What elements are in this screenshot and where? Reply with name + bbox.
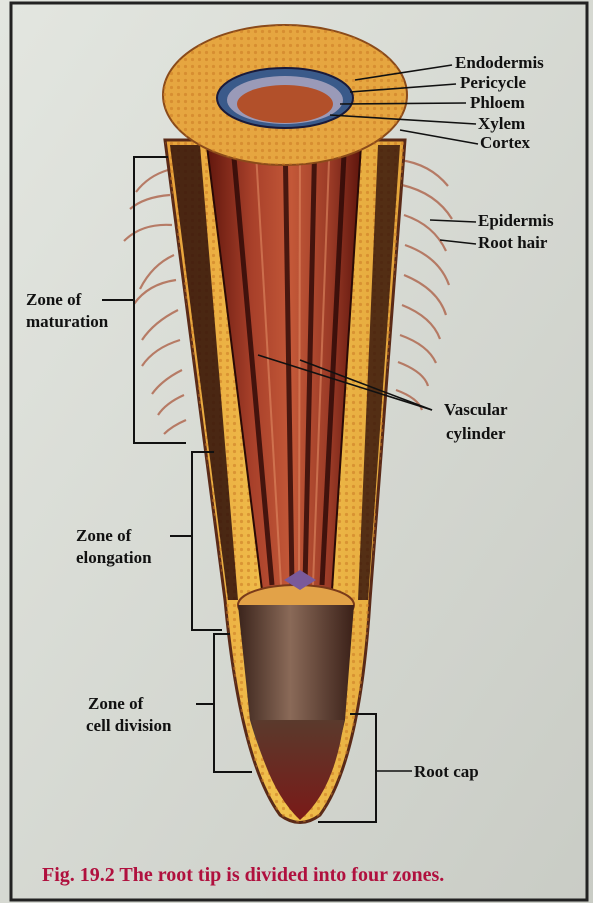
figure-caption: Fig. 19.2 The root tip is divided into f… [42,864,444,887]
label-zone-maturation-1: Zone of [26,290,81,310]
label-cylinder: cylinder [446,424,506,444]
label-root-hair: Root hair [478,233,547,253]
label-root-cap: Root cap [414,762,479,782]
label-zone-maturation-2: maturation [26,312,108,332]
label-zone-elongation-2: elongation [76,548,152,568]
label-zone-division-1: Zone of [88,694,143,714]
label-vascular: Vascular [444,400,508,420]
label-pericycle: Pericycle [460,73,526,93]
label-zone-elongation-1: Zone of [76,526,131,546]
label-endodermis: Endodermis [455,53,544,73]
label-cortex: Cortex [480,133,530,153]
label-xylem: Xylem [478,114,525,134]
label-zone-division-2: cell division [86,716,171,736]
label-epidermis: Epidermis [478,211,554,231]
label-phloem: Phloem [470,93,525,113]
vascular-core [237,85,333,123]
